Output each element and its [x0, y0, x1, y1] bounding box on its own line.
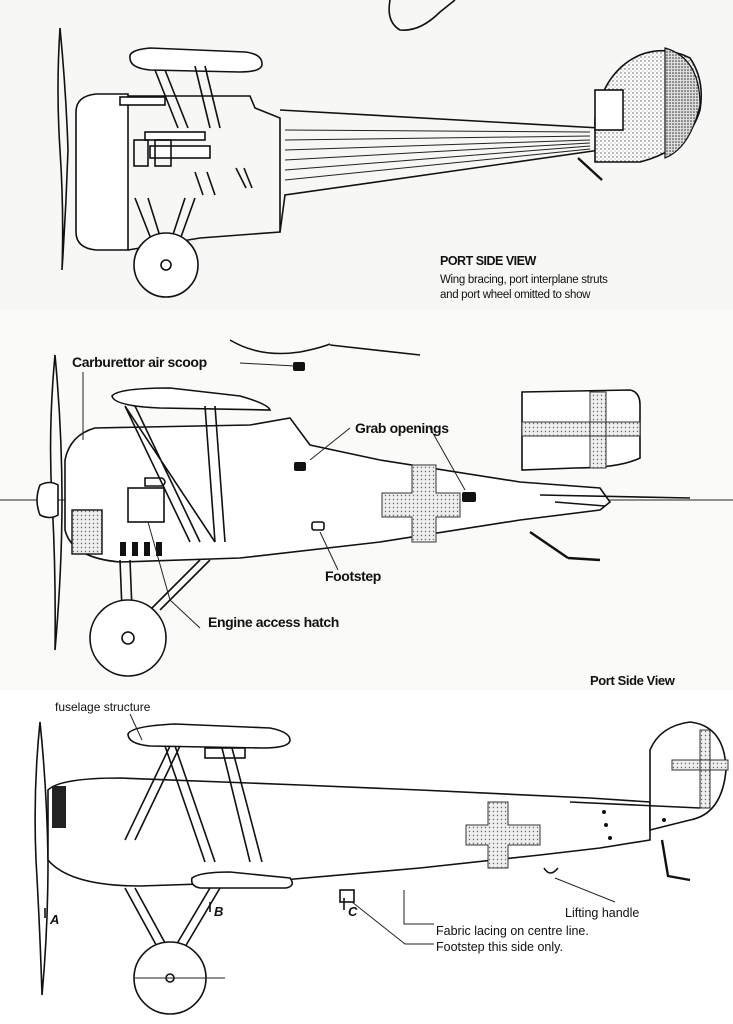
gun-housing: [149, 145, 211, 159]
station-ref-a: A: [50, 912, 60, 927]
landing-gear-strut: [119, 559, 211, 611]
panel-port-side-view-annotated: Carburettor air scoop Grab openings Foot…: [0, 310, 733, 690]
tailplane: [539, 494, 691, 507]
callout-fabric-lacing: Fabric lacing on centre line.: [436, 924, 589, 938]
partial-wing-outline: [388, 0, 456, 31]
callout-engine-access-hatch: Engine access hatch: [208, 614, 339, 630]
wheel-hub: [160, 259, 172, 271]
grab-opening: [294, 462, 306, 471]
wheel: [89, 599, 167, 677]
callout-grab-openings: Grab openings: [355, 420, 449, 436]
grab-opening: [462, 492, 476, 502]
gun-housing: [204, 747, 246, 759]
footstep: [339, 889, 355, 903]
fuselage-front: [127, 95, 281, 251]
callout-footstep: Footstep: [325, 568, 381, 584]
access-panel: [154, 139, 172, 167]
tail-skid: [529, 531, 601, 562]
caption-line-1: Wing bracing, port interplane struts: [440, 274, 608, 286]
propeller: [34, 721, 49, 996]
leader-hatch: [147, 521, 201, 629]
station-ref-c: C: [348, 904, 358, 919]
centre-line: [329, 344, 421, 356]
rudder-shaded: [664, 47, 701, 159]
aircraft-drawing-2: [0, 339, 733, 677]
caption-line-2: and port wheel omitted to show: [440, 289, 591, 301]
tail-skid: [660, 839, 691, 882]
tail-fin: [649, 721, 727, 832]
leader-footstep: [319, 531, 339, 571]
callout-lifting-handle: Lifting handle: [565, 906, 640, 920]
fin-post: [594, 89, 624, 131]
cabane-strut: [124, 405, 226, 543]
upper-wing: [111, 387, 272, 411]
leader-lifting: [554, 877, 616, 903]
view-label: Port Side View: [590, 673, 675, 688]
engine-access-hatch: [127, 487, 165, 523]
fuselage-cross-marking: [381, 464, 461, 543]
upper-wing: [129, 47, 263, 73]
callout-carburettor-air-scoop: Carburettor air scoop: [72, 354, 207, 370]
tail-cross-marking: [521, 391, 641, 469]
machine-gun: [119, 96, 166, 106]
spinner: [36, 481, 59, 519]
cabane-strut: [154, 65, 221, 129]
lower-wing: [190, 871, 294, 889]
lifting-handle: [543, 867, 559, 874]
station-ref-b: B: [214, 904, 224, 919]
footstep: [311, 521, 325, 531]
carburettor-scoop: [144, 477, 166, 487]
exhaust-stubs: [120, 542, 162, 556]
rear-fuselage: [279, 109, 641, 233]
radiator-grille: [71, 509, 103, 555]
leader-fuselage-structure: [129, 713, 143, 741]
interplane-strut: [194, 167, 253, 196]
fuselage-fittings: [602, 810, 666, 840]
fuselage-cross-marking: [465, 801, 541, 869]
landing-gear-strut: [134, 197, 196, 263]
interplane-strut: [124, 745, 263, 863]
aircraft-drawing-3: [34, 713, 729, 1015]
tail-cross-marking: [671, 729, 729, 809]
partial-wing-outline: [229, 339, 331, 355]
callout-footstep-note: Footstep this side only.: [436, 940, 563, 954]
tailplane: [569, 801, 701, 809]
grab-opening-marker: [293, 362, 305, 371]
wheel-hub: [121, 631, 135, 645]
access-panel: [133, 139, 149, 167]
upper-wing: [127, 723, 291, 749]
panel-port-side-structure: fuselage structure A B C Lifting handle …: [0, 690, 733, 1024]
panel-port-side-view-cutaway: PORT SIDE VIEW Wing bracing, port interp…: [0, 0, 733, 310]
leader-footstep: [351, 901, 434, 945]
machine-gun: [144, 131, 206, 141]
tail-skid: [577, 157, 603, 181]
engine-cowling: [75, 93, 129, 251]
aircraft-drawing-1: [57, 0, 703, 298]
label-fuselage-structure: fuselage structure: [55, 700, 151, 714]
propeller: [57, 27, 69, 271]
landing-gear-strut: [124, 887, 221, 953]
wheel: [133, 232, 199, 298]
leader-grab: [309, 427, 466, 491]
leader-carburettor: [82, 362, 296, 440]
stringers: [284, 129, 591, 181]
propeller: [49, 354, 63, 651]
radiator: [52, 786, 66, 828]
caption-title: PORT SIDE VIEW: [440, 254, 536, 268]
leader-lacing: [403, 890, 434, 925]
